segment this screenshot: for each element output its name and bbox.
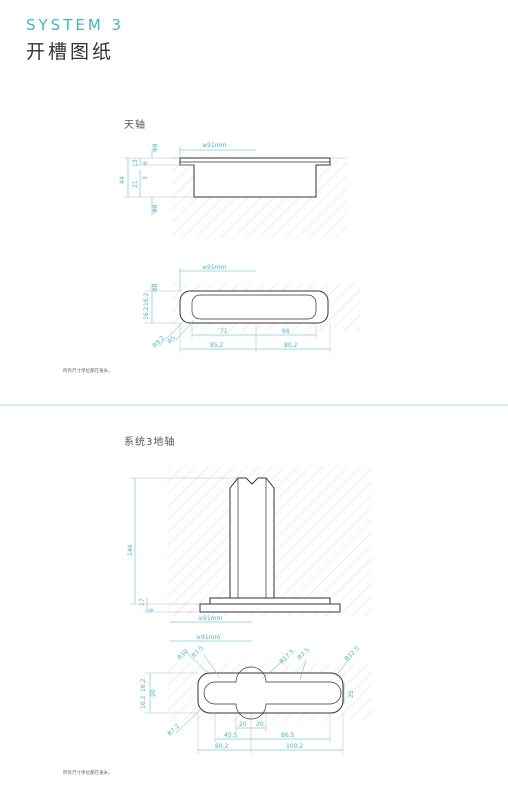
top-slot-outline bbox=[179, 290, 329, 324]
dim-a2: 20 bbox=[256, 721, 264, 728]
page-title: 开槽图纸 bbox=[26, 41, 115, 63]
bottom-pivot-base bbox=[199, 603, 341, 613]
bottom-side-view: 144 17 6 ≥91mm bbox=[127, 466, 372, 623]
dim-a1: 20 bbox=[239, 721, 247, 728]
bottom-slot-outline bbox=[197, 672, 344, 714]
dim-d4: 21 bbox=[132, 180, 139, 188]
dim-width: ≥91mm bbox=[202, 142, 227, 149]
dim-b1: 85.2 bbox=[210, 342, 224, 349]
dim-d1: Φ8 bbox=[152, 143, 159, 152]
dim-r1: R9.2 bbox=[151, 335, 166, 350]
section-title-bottom: 系统3地轴 bbox=[124, 435, 175, 448]
dim-r10: R10 bbox=[176, 648, 189, 661]
top-pivot-body bbox=[179, 157, 331, 198]
top-side-view: ≥91mm Φ8 13 6 21 3 44 Φ8 bbox=[119, 142, 347, 238]
dim-h: 144 bbox=[127, 544, 134, 556]
dim-b2: 80.2 bbox=[284, 342, 298, 349]
dim-s1: 17 bbox=[139, 598, 146, 606]
section-title-top: 天轴 bbox=[124, 118, 146, 131]
dim-b1: 45.5 bbox=[224, 732, 238, 739]
dim-r2: R5 bbox=[166, 335, 177, 346]
dim-r75a: R7.5 bbox=[190, 645, 205, 660]
dim-r75b: R7.5 bbox=[296, 647, 311, 662]
dim-d5: 3 bbox=[142, 176, 149, 180]
dim-width: ≥91mm bbox=[198, 615, 223, 622]
dim-s2: 16.2 bbox=[140, 695, 147, 709]
top-plan-view: ≥91mm Φ8 16.2 16.2 R9.2 R5 71 66 85.2 80… bbox=[143, 264, 360, 353]
dim-d3: 16.2 bbox=[143, 306, 150, 320]
dim-d6: Φ8 bbox=[152, 204, 159, 213]
dim-a1: 71 bbox=[220, 328, 228, 335]
dim-total: 44 bbox=[119, 176, 126, 184]
bottom-pivot-post bbox=[229, 477, 275, 599]
dim-s1: 16.2 bbox=[140, 678, 147, 692]
dim-b2: 86.5 bbox=[281, 732, 295, 739]
dim-s2: 6 bbox=[148, 608, 155, 612]
dim-d3: 6 bbox=[142, 161, 149, 165]
dim-s3: 20 bbox=[150, 689, 157, 697]
units-note-top: 所有尺寸单位都在毫米。 bbox=[63, 367, 113, 374]
dim-r125: R12.5 bbox=[343, 645, 360, 662]
dim-s4: 25 bbox=[348, 690, 355, 698]
dim-a2: 66 bbox=[282, 328, 290, 335]
dim-c2: 100.2 bbox=[286, 743, 303, 750]
dim-d1: Φ8 bbox=[152, 283, 159, 292]
header-system-label: SYSTEM 3 bbox=[26, 16, 125, 34]
dim-d2: 16.2 bbox=[143, 292, 150, 306]
dim-r175: R17.5 bbox=[278, 648, 295, 665]
dim-width: ≥91mm bbox=[202, 264, 227, 271]
dim-c1: 60.2 bbox=[215, 743, 229, 750]
bottom-plan-view: ≥91mm R10 R7.5 R17.5 R7.5 R12.5 16.2 16.… bbox=[140, 634, 372, 754]
units-note-bottom: 所有尺寸单位都在毫米。 bbox=[63, 769, 113, 776]
dim-d2: 13 bbox=[132, 159, 139, 167]
dim-width: ≥91mm bbox=[196, 634, 221, 641]
